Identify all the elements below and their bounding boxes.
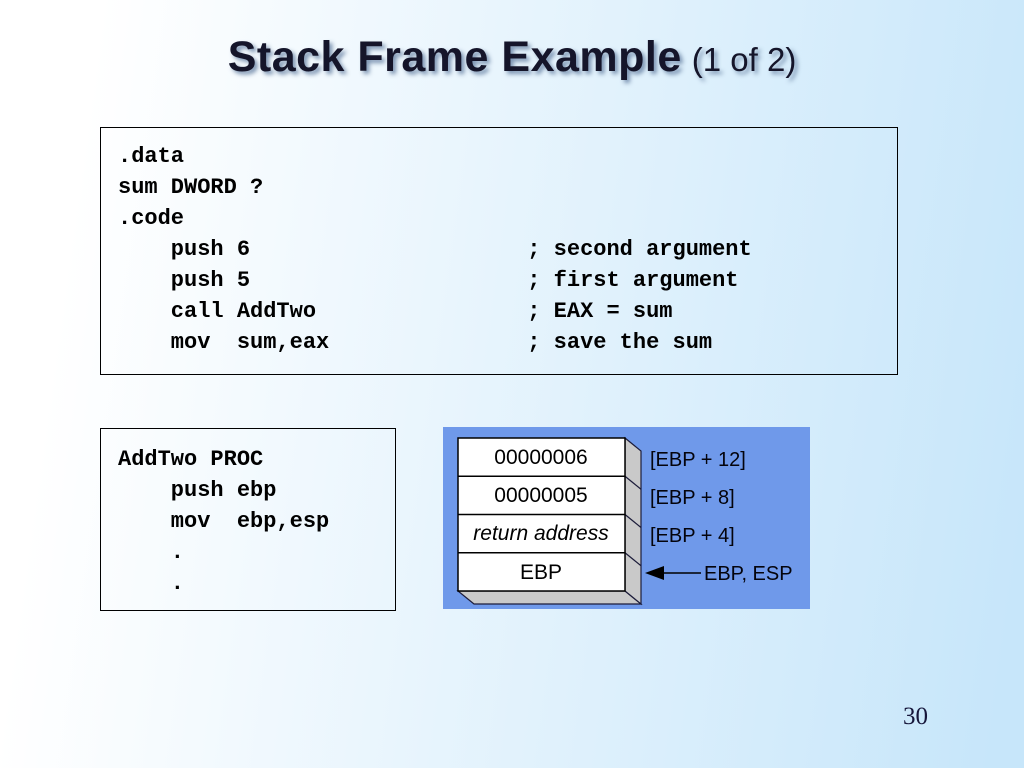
code-box-addtwo-proc: AddTwo PROC push ebp mov ebp,esp . . xyxy=(100,428,396,611)
page-number: 30 xyxy=(903,703,928,730)
code-line: push 6 ; second argument xyxy=(118,237,752,262)
stack-bottom-face xyxy=(456,590,643,605)
code-line: .data xyxy=(118,144,185,169)
code-box-main: .data sum DWORD ? .code push 6 ; second … xyxy=(100,127,898,375)
code-line: mov ebp,esp xyxy=(118,509,330,534)
code-line: sum DWORD ? xyxy=(118,175,264,200)
code-line: . xyxy=(118,540,185,565)
stack-diagram: 00000006 00000005 return address EBP [EB… xyxy=(456,436,793,606)
stack-cell-value: return address xyxy=(473,522,609,545)
code-line: call AddTwo ; EAX = sum xyxy=(118,299,673,324)
slide-title-main: Stack Frame Example xyxy=(227,33,682,81)
stack-diagram-panel: 00000006 00000005 return address EBP [EB… xyxy=(443,427,810,609)
stack-offset-label: [EBP + 4] xyxy=(650,525,735,547)
stack-offset-label: [EBP + 8] xyxy=(650,487,735,509)
stack-offset-label: [EBP + 12] xyxy=(650,449,746,471)
slide-title-suffix: (1 of 2) xyxy=(691,41,797,78)
stack-cell-value: 00000005 xyxy=(494,484,587,507)
code-line: push 5 ; first argument xyxy=(118,268,739,293)
stack-side-hatch xyxy=(624,475,642,490)
stack-cell-value: EBP xyxy=(520,561,562,584)
code-line: .code xyxy=(118,206,185,231)
stack-side-hatch xyxy=(624,514,642,528)
code-line: push ebp xyxy=(118,478,277,503)
code-line: AddTwo PROC xyxy=(118,447,264,472)
code-line: . xyxy=(118,571,185,596)
stack-cell-value: 00000006 xyxy=(494,446,587,469)
stack-side-hatch xyxy=(624,552,642,567)
code-line: mov sum,eax ; save the sum xyxy=(118,330,713,355)
slide-title: Stack Frame Example(1 of 2) xyxy=(0,33,1024,82)
esp-arrow-icon xyxy=(645,566,664,580)
esp-arrow-label: EBP, ESP xyxy=(704,563,793,585)
